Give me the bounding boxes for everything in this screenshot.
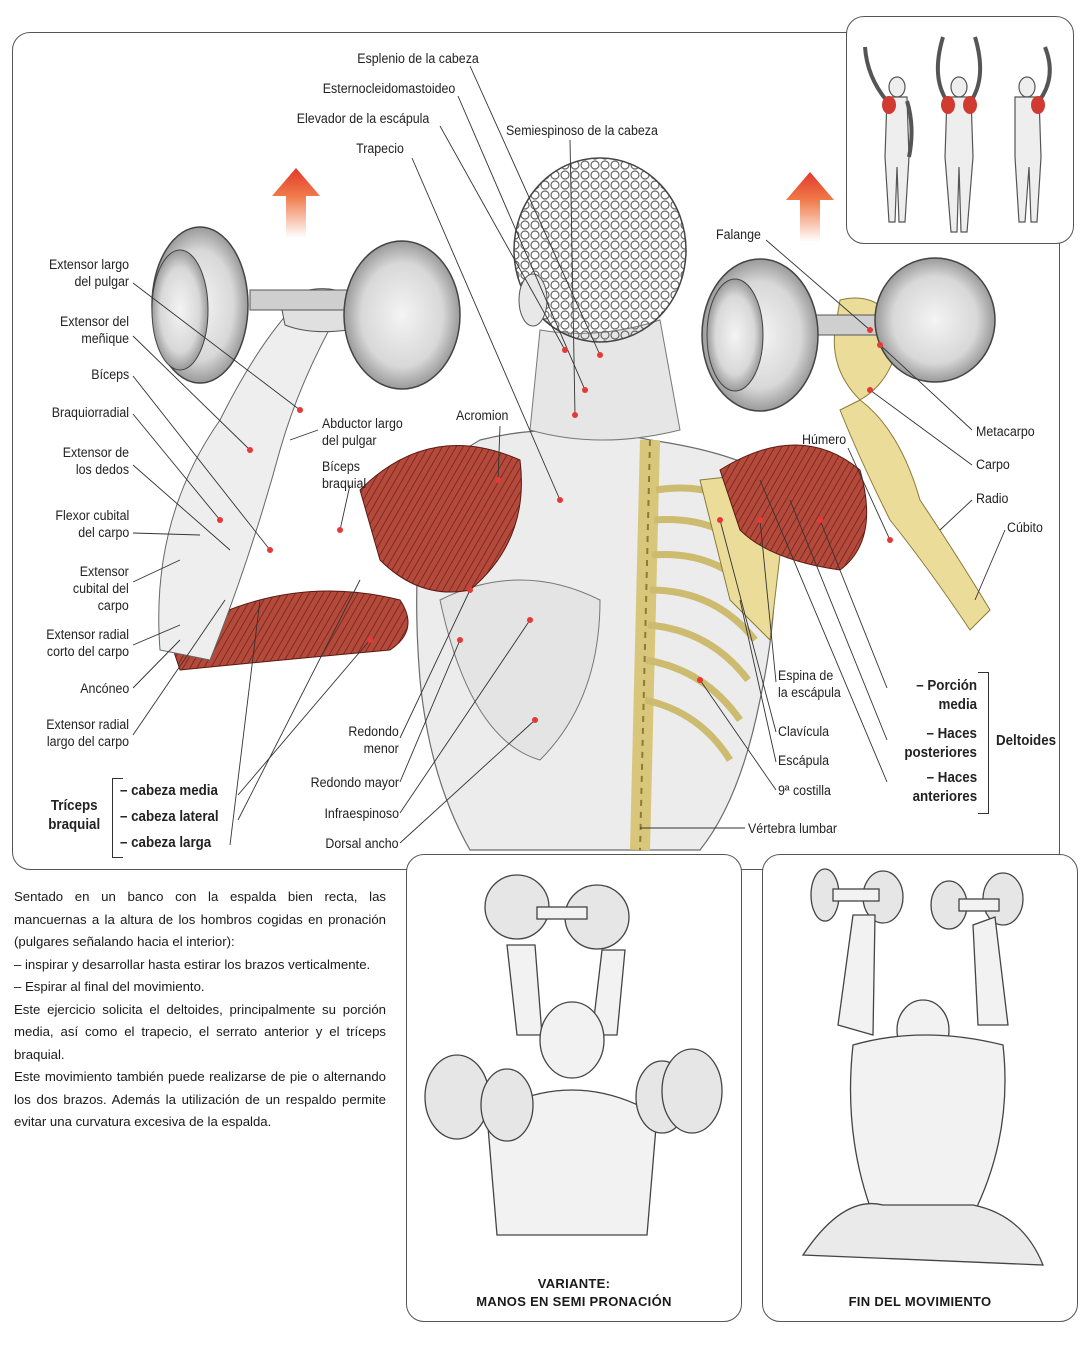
description-step: – Espirar al final del movimiento. [14,979,205,994]
up-arrow-left-icon [272,168,320,238]
label-espina-escapula: Espina de la escápula [778,668,841,700]
anatomy-illustration [132,65,1006,851]
exercise-description: Sentado en un banco con la espalda bien … [14,886,386,1134]
description-paragraph: Este movimiento también puede realizarse… [14,1069,386,1129]
label-infraespinoso: Infraespinoso [324,806,399,821]
end-movement-illustration [801,868,1044,1266]
label-redondo-mayor: Redondo mayor [310,775,399,790]
label-anconeo: Ancóneo [79,681,129,696]
deltoides-title: Deltoides [996,733,1057,749]
label-elevador: Elevador de la escápula [296,111,430,126]
triceps-head-larga: – cabeza larga [120,835,212,851]
label-falange: Falange [716,227,761,242]
label-9-costilla: 9ª costilla [778,783,831,798]
spine [630,439,660,851]
three-figures-illustration [863,36,1052,233]
label-biceps: Bíceps [91,367,129,382]
label-extensor-dedos: Extensor de los dedos [62,445,129,477]
label-extensor-radial-largo: Extensor radial largo del carpo [46,717,129,749]
label-redondo-menor: Redondo menor [348,724,399,756]
variant-illustration [424,874,723,1236]
variant-caption: VARIANTE: MANOS EN SEMI PRONACIÓN [476,1276,672,1309]
label-semiespinoso: Semiespinoso de la cabeza [506,123,658,138]
triceps-title: Tríceps braquial [48,798,101,833]
triceps-head-media: – cabeza media [120,783,218,799]
label-acromion: Acromion [456,408,509,423]
triceps-head-lateral: – cabeza lateral [120,809,219,825]
deltoides-part-media: – Porción media [916,678,977,713]
up-arrow-right-icon [786,172,834,242]
marker-dots [217,327,893,723]
variant-panel: VARIANTE: MANOS EN SEMI PRONACIÓN [406,854,742,1322]
inset-figures-panel [846,16,1074,244]
label-trapecio: Trapecio [356,141,404,156]
label-carpo: Carpo [976,457,1010,472]
triceps-bracket [112,778,123,858]
label-abductor: Abductor largo del pulgar [322,416,403,448]
label-extensor-cubital: Extensor cubital del carpo [73,564,129,613]
label-braquiorradial: Braquiorradial [51,405,129,420]
label-extensor-menique: Extensor del meñique [59,314,129,346]
label-esplenio: Esplenio de la cabeza [357,51,479,66]
label-esternocleidomastoideo: Esternocleidomastoideo [322,81,456,96]
end-movement-panel: FIN DEL MOVIMIENTO [762,854,1078,1322]
label-biceps-braquial: Bíceps braquial [322,459,367,491]
label-dorsal-ancho: Dorsal ancho [325,836,399,851]
deltoid-left [169,444,522,671]
label-extensor-largo-pulgar: Extensor largo del pulgar [48,257,129,289]
leader-lines [132,65,1006,846]
dumbbell-left [151,226,461,390]
description-paragraph: Sentado en un banco con la espalda bien … [14,889,386,949]
label-cubito: Cúbito [1007,520,1043,535]
description-step: – inspirar y desarrollar hasta estirar l… [14,956,371,972]
label-escapula: Escápula [778,753,830,768]
deltoides-bracket [978,672,989,814]
label-extensor-radial-corto: Extensor radial corto del carpo [46,627,129,659]
label-vertebra-lumbar: Vértebra lumbar [748,821,838,836]
description-paragraph: Este ejercicio solicita el deltoides, pr… [14,1001,386,1062]
label-flexor-cubital: Flexor cubital del carpo [55,508,129,540]
label-humero: Húmero [802,432,847,447]
deltoides-part-posteriores: – Haces posteriores [904,726,977,761]
label-metacarpo: Metacarpo [976,424,1035,439]
dumbbell-right [701,257,996,412]
label-radio: Radio [976,491,1009,506]
deltoides-part-anteriores: – Haces anteriores [912,770,977,805]
end-caption: FIN DEL MOVIMIENTO [848,1294,992,1309]
label-clavicula: Clavícula [778,724,830,739]
